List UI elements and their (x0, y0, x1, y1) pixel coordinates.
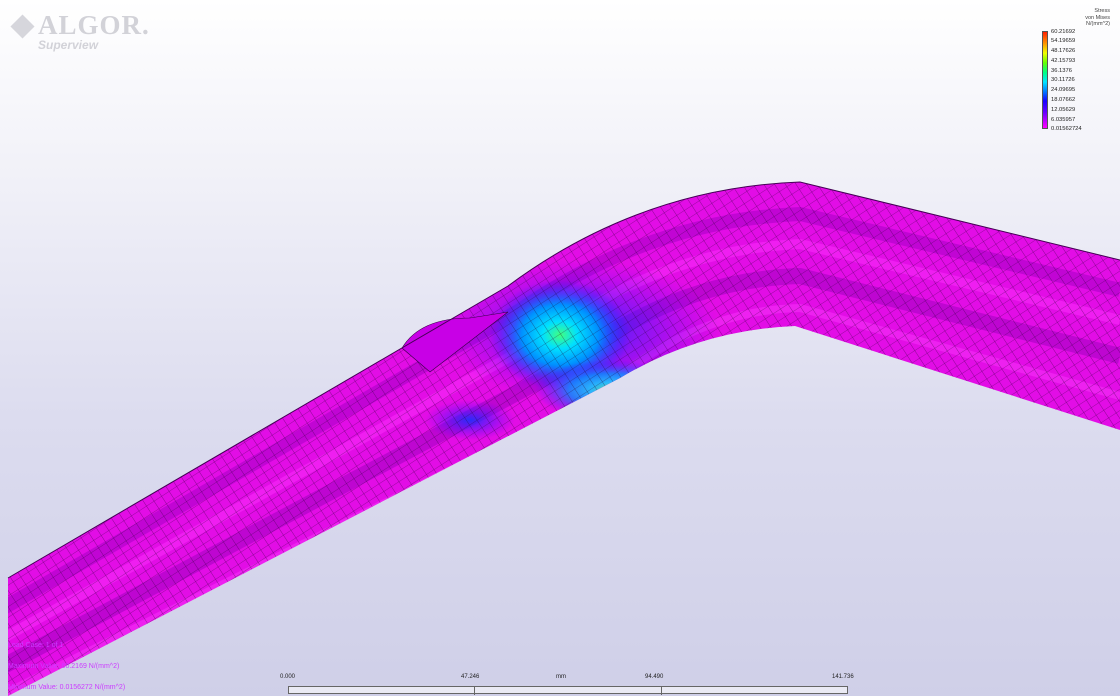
weld-collar (401, 311, 509, 373)
ruler-label-0: 0.000 (280, 674, 296, 680)
legend-value: 42.15793 (1051, 57, 1076, 64)
ruler-bar (288, 686, 848, 695)
logo-brand: ALGOR. (10, 10, 150, 41)
legend-value: 30.11726 (1051, 77, 1075, 84)
legend-value: 48.17626 (1051, 48, 1076, 55)
logo-product: Superview (38, 38, 99, 52)
legend-value: 18.07662 (1051, 97, 1076, 104)
ruler-unit: mm (556, 674, 566, 680)
maximum-value-label: Maximum Value: 60.2169 N/(mm^2) (8, 663, 120, 670)
legend-value: 12.05629 (1051, 106, 1076, 113)
scale-ruler: 0.000 47.246 mm 94.490 141.736 (280, 674, 860, 696)
legend-value: 36.1376 (1051, 67, 1072, 74)
algor-logo: ALGOR. Superview (10, 10, 150, 52)
ruler-tick (661, 687, 662, 695)
legend-title-2: von Mises (1085, 14, 1110, 21)
logo-brand-text: ALGOR. (38, 10, 150, 40)
legend-title-3: N/(mm^2) (1086, 21, 1110, 27)
legend-scale: 60.21692 54.19659 48.17626 42.15793 36.1… (1034, 29, 1116, 132)
legend-value: 60.21692 (1051, 28, 1076, 35)
legend-value: 0.01562724 (1051, 126, 1082, 133)
ruler-tick (474, 687, 475, 695)
legend-value: 6.035957 (1051, 116, 1076, 123)
load-case-label: Load Case: 1 of 1 (8, 642, 64, 649)
legend-value: 24.09695 (1051, 87, 1076, 94)
legend-color-bar (1042, 30, 1048, 129)
legend-labels: 60.21692 54.19659 48.17626 42.15793 36.1… (1051, 28, 1082, 136)
ruler-label-3: 141.736 (832, 674, 854, 680)
algor-diamond-icon (10, 14, 35, 39)
ruler-label-2: 94.490 (645, 674, 664, 680)
minimum-value-label: Minimum Value: 0.0156272 N/(mm^2) (8, 684, 126, 691)
stress-legend: Stress von Mises N/(mm^2) 60.21692 54.19… (1034, 8, 1116, 132)
legend-title-1: Stress (1094, 8, 1110, 14)
legend-value: 54.19659 (1051, 38, 1076, 45)
ruler-label-1: 47.246 (461, 674, 480, 680)
